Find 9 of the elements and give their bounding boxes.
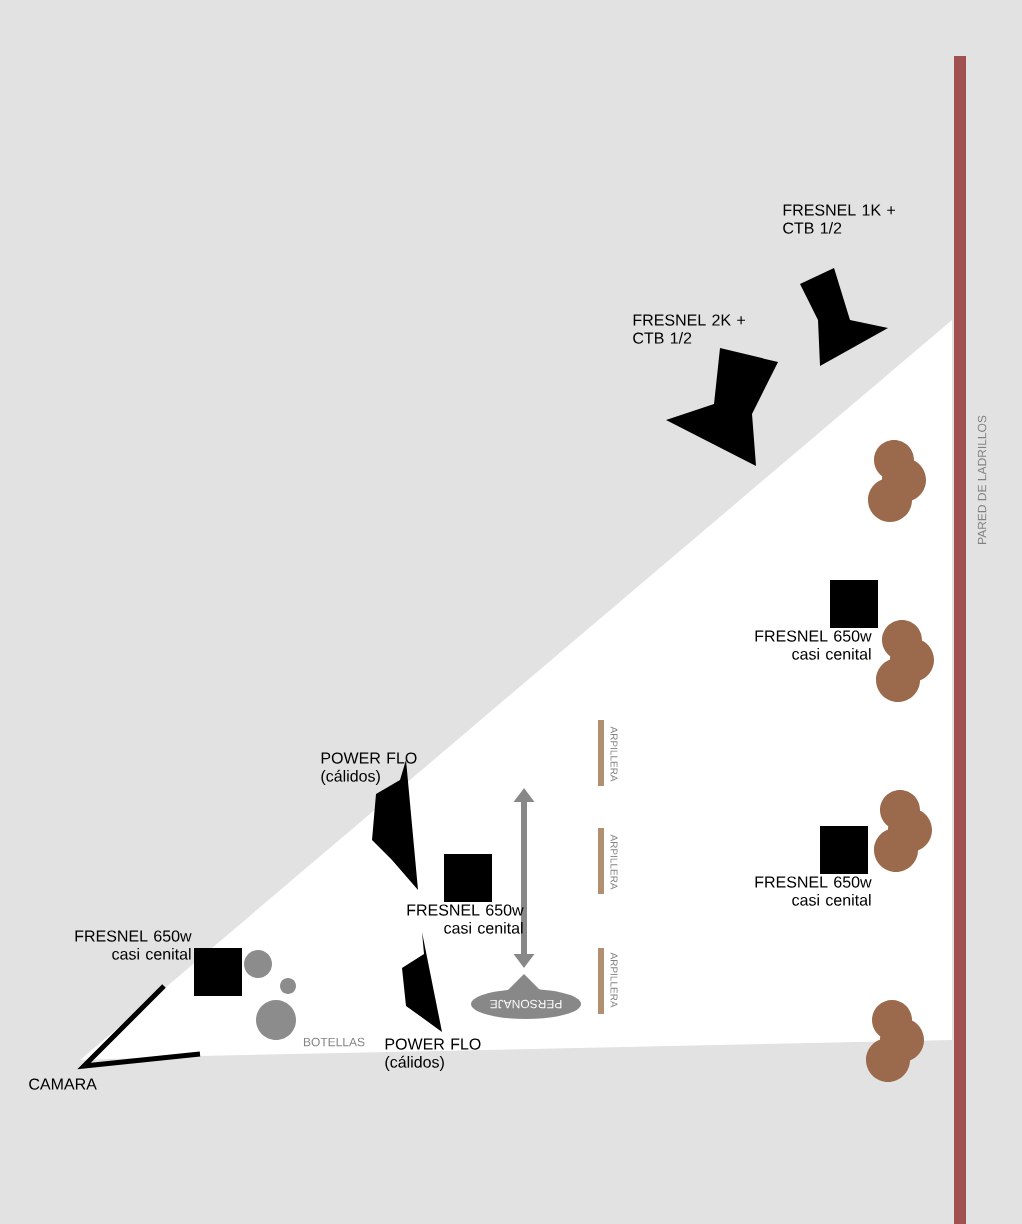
light-label: FRESNEL 650w casi cenital — [75, 930, 192, 960]
light-label: FRESNEL 650w casi cenital — [755, 876, 872, 906]
light-label: FRESNEL 650w casi cenital — [407, 904, 524, 934]
light-label: FRESNEL 2K + CTB 1/2 — [633, 314, 745, 344]
camera-label: CAMARA — [29, 1078, 97, 1090]
light-label: FRESNEL 1K + CTB 1/2 — [783, 204, 895, 234]
light-label: POWER FLO (cálidos) — [321, 752, 417, 785]
light-label: FRESNEL 650w casi cenital — [755, 630, 872, 660]
light-label: POWER FLO (cálidos) — [385, 1038, 481, 1071]
